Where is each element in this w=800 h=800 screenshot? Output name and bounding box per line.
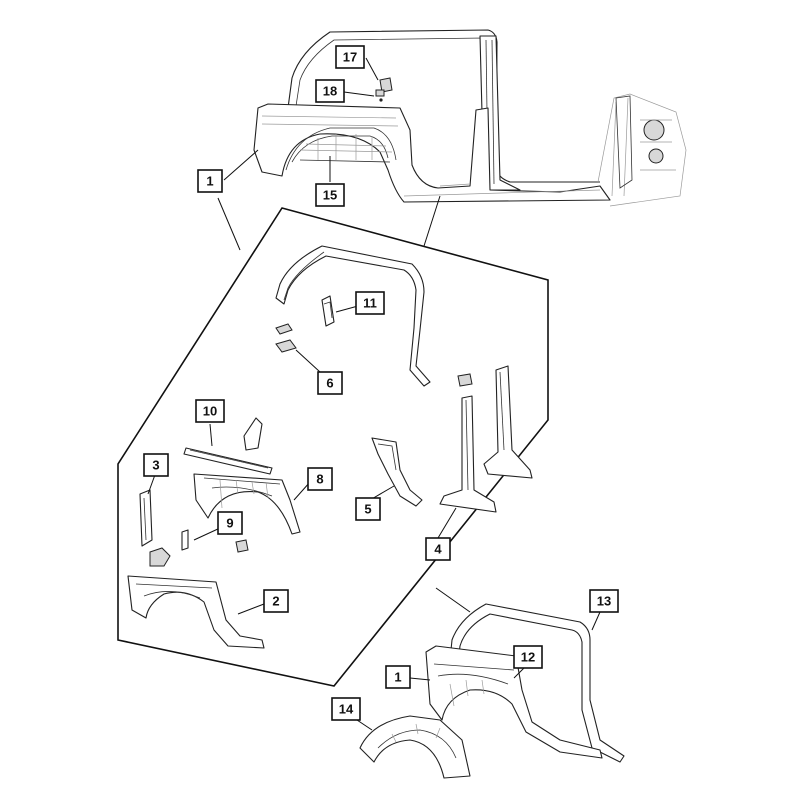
part-roof-rail: [275, 245, 431, 387]
svg-text:1: 1: [206, 174, 213, 189]
part-9-small-parts: [149, 529, 249, 567]
callout-17: 17: [335, 45, 365, 69]
callout-1-bottom: 1: [385, 665, 411, 689]
part-10-rail: [183, 417, 273, 475]
svg-text:6: 6: [326, 376, 333, 391]
svg-text:17: 17: [343, 50, 357, 65]
svg-text:18: 18: [323, 84, 337, 99]
frame-connector-left: [217, 197, 241, 251]
svg-text:3: 3: [152, 458, 159, 473]
svg-text:1: 1: [394, 670, 401, 685]
part-3-bracket: [139, 489, 153, 547]
frame-connector-bottom: [435, 587, 471, 613]
callout-3: 3: [143, 453, 169, 477]
callout-4: 4: [425, 537, 451, 561]
svg-text:11: 11: [363, 296, 377, 311]
callout-10: 10: [195, 399, 225, 423]
part-14-wheelhouse-liner: [359, 715, 471, 779]
callout-2: 2: [263, 589, 289, 613]
svg-text:5: 5: [364, 502, 371, 517]
part-5-pillar-extension: [371, 437, 423, 507]
svg-text:2: 2: [272, 594, 279, 609]
part-6-brackets: [275, 323, 297, 353]
callout-6: 6: [317, 371, 343, 395]
part-11-bracket: [321, 295, 335, 327]
callout-5: 5: [355, 497, 381, 521]
svg-text:13: 13: [597, 594, 611, 609]
svg-text:8: 8: [316, 472, 323, 487]
svg-text:12: 12: [521, 650, 535, 665]
part-4-b-pillar: [439, 365, 533, 513]
callout-9: 9: [217, 511, 243, 535]
callout-15: 15: [315, 183, 345, 207]
callout-18: 18: [315, 79, 345, 103]
callout-12: 12: [513, 645, 543, 669]
svg-text:14: 14: [339, 702, 354, 717]
svg-text:10: 10: [203, 404, 217, 419]
part-8-inner-wheelhouse: [193, 473, 301, 535]
svg-text:15: 15: [323, 188, 337, 203]
bottom-body-side-assembly: [425, 603, 625, 763]
callout-14: 14: [331, 697, 361, 721]
svg-text:4: 4: [434, 542, 442, 557]
top-body-side-assembly: [253, 29, 687, 207]
exploded-view-frame: [117, 207, 549, 687]
callout-8: 8: [307, 467, 333, 491]
callout-13: 13: [589, 589, 619, 613]
svg-text:9: 9: [226, 516, 233, 531]
frame-connector-right: [423, 195, 441, 247]
callout-11: 11: [355, 291, 385, 315]
callout-1-top: 1: [197, 169, 223, 193]
part-2-quarter-panel-lower: [127, 575, 265, 649]
